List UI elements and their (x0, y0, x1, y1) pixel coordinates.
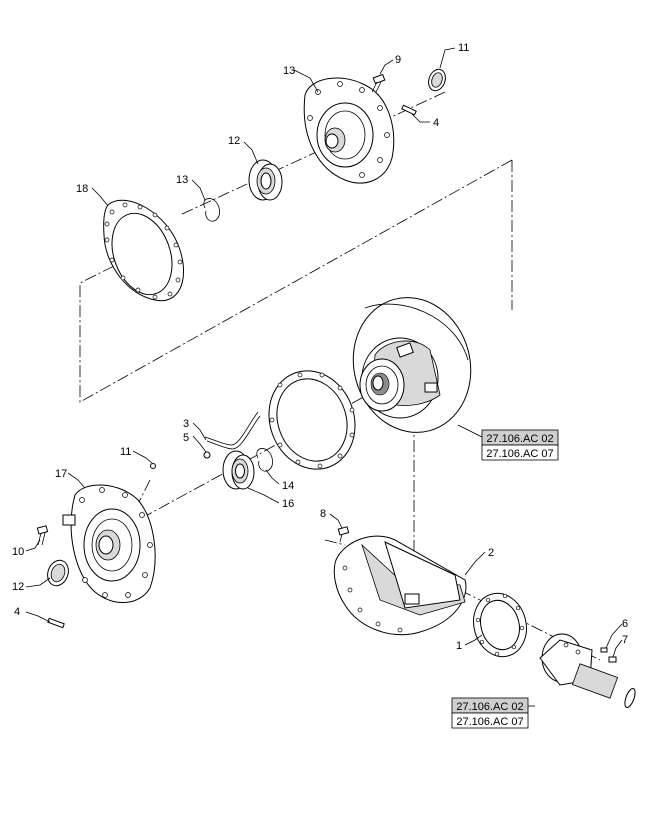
callout-4-lower: 4 (14, 606, 20, 618)
callout-1: 1 (456, 640, 462, 652)
callout-18: 18 (76, 183, 88, 195)
part-18-gasket (103, 199, 184, 302)
part-13-snap-ring-upper (203, 198, 220, 222)
part-4-pin-upper (401, 104, 417, 116)
callout-13-lower: 14 (282, 480, 294, 492)
part-12-seal-ring-lower (47, 559, 69, 587)
callout-9: 9 (395, 54, 401, 66)
callout-17: 17 (55, 468, 67, 480)
ref-shaft-upper-text: 27.106.AC 02 (456, 701, 523, 713)
hub-reference-boxes: 27.106.AC 02 27.106.AC 07 (457, 424, 559, 461)
callout-12-upper: 11 (458, 42, 469, 54)
ref-hub-lower-text: 27.106.AC 07 (486, 448, 553, 460)
shaft-reference-boxes: 27.106.AC 02 27.106.AC 07 (451, 697, 535, 729)
part-17-carrier-housing (62, 484, 156, 604)
callout-11: 11 (120, 446, 131, 458)
gasket-holes (104, 202, 183, 300)
part-11-bolt (150, 463, 156, 469)
callout-6: 6 (622, 618, 628, 630)
part-5-fitting (203, 451, 211, 459)
ref-hub-upper-text: 27.106.AC 02 (486, 433, 553, 445)
callout-4-upper: 4 (433, 117, 439, 129)
callout-15: 13 (283, 65, 295, 77)
part-15-planet-carrier-housing (303, 77, 395, 184)
part-2-axle-housing (333, 535, 467, 636)
ref-box-hub-lower[interactable] (481, 444, 559, 461)
middle-gasket (268, 370, 356, 470)
part-8-bolt (337, 526, 350, 543)
callout-16: 16 (282, 498, 294, 510)
leader-lines (25, 47, 623, 658)
part-7-nut (608, 656, 617, 663)
part-3-tube (204, 411, 261, 450)
callout-5: 5 (183, 432, 189, 444)
part-13-snap-ring-lower (256, 448, 273, 472)
ref-box-shaft-lower[interactable] (451, 712, 529, 729)
wheel-hub-assembly (352, 297, 472, 433)
callout-7: 7 (622, 634, 628, 646)
callout-3: 3 (183, 418, 189, 430)
part-4-pin-lower (47, 617, 65, 629)
part-14-roller-bearing (248, 159, 283, 201)
output-shaft (539, 633, 636, 708)
callout-2: 2 (488, 547, 494, 559)
callout-12-lower: 12 (12, 581, 24, 593)
callout-14: 12 (228, 135, 240, 147)
part-12-seal-ring-upper (428, 68, 446, 92)
part-6-stud (600, 647, 608, 653)
part-10-bolt (36, 525, 49, 546)
part-9-bolt (371, 73, 386, 93)
callout-13-upper: 13 (176, 174, 188, 186)
callout-labels: 13 9 11 4 12 13 18 3 5 11 14 16 17 8 10 … (12, 42, 628, 652)
callout-10: 10 (12, 546, 24, 558)
callout-8: 8 (320, 508, 326, 520)
part-1-gasket (473, 592, 527, 658)
ref-shaft-lower-text: 27.106.AC 07 (456, 716, 523, 728)
part-16-roller-bearing (222, 450, 255, 490)
